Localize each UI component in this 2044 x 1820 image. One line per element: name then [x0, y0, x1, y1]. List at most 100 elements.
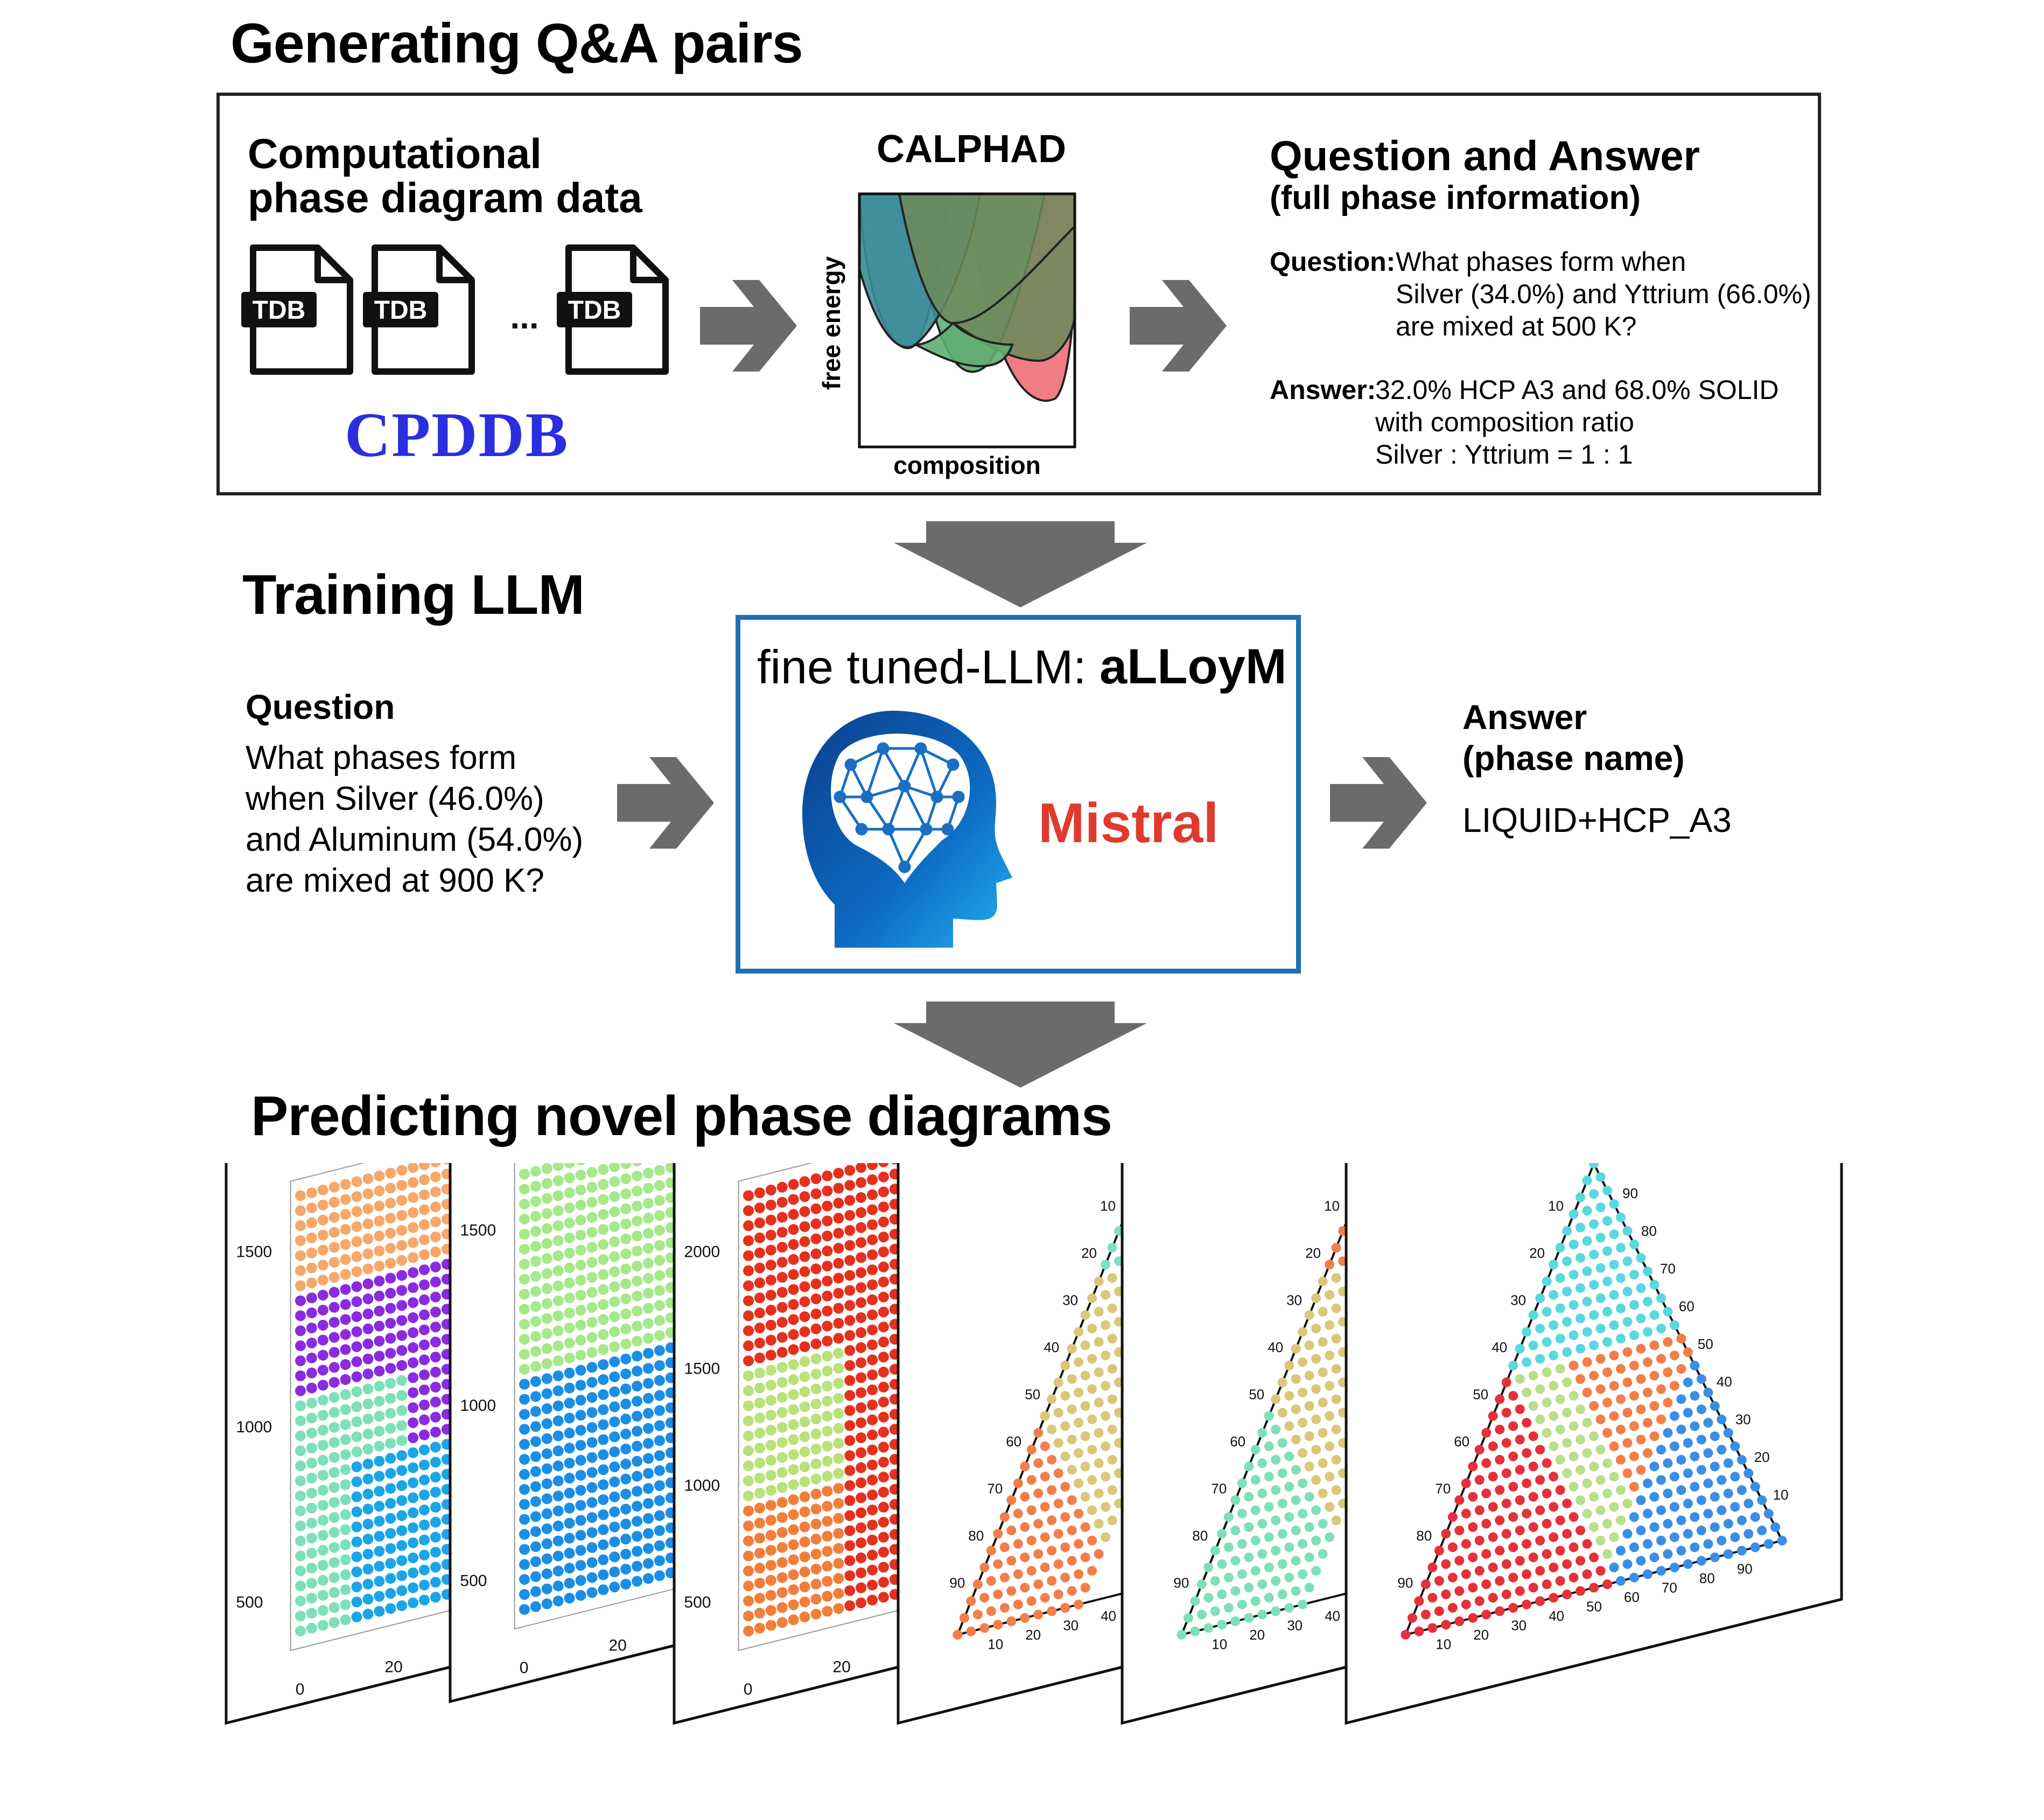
- data-point: [844, 1300, 856, 1311]
- data-point: [1750, 1482, 1760, 1492]
- data-point: [1060, 1512, 1070, 1522]
- data-point: [1549, 1472, 1559, 1482]
- data-point: [1501, 1499, 1511, 1509]
- data-point: [743, 1190, 754, 1201]
- data-point: [743, 1460, 754, 1472]
- x-tick-label: 0: [744, 1681, 753, 1698]
- data-point: [1629, 1361, 1639, 1370]
- data-point: [1414, 1626, 1424, 1636]
- data-point: [1676, 1455, 1686, 1465]
- data-point: [1542, 1518, 1552, 1529]
- data-point: [328, 1422, 340, 1433]
- training-question-line: when Silver (46.0%): [246, 780, 544, 817]
- data-point: [430, 1261, 441, 1272]
- data-point: [1101, 1472, 1111, 1482]
- ternary-bottom-tick: 50: [1586, 1599, 1602, 1615]
- data-point: [1468, 1583, 1478, 1593]
- data-point: [1602, 1549, 1612, 1559]
- data-point: [609, 1506, 620, 1517]
- data-point: [765, 1574, 776, 1586]
- y-tick-label: 1500: [684, 1360, 720, 1377]
- data-point: [1569, 1482, 1579, 1492]
- data-point: [1589, 1310, 1599, 1320]
- data-point: [1576, 1343, 1585, 1354]
- data-point: [1495, 1424, 1505, 1434]
- data-point: [328, 1362, 340, 1373]
- data-point: [754, 1458, 765, 1469]
- data-point: [374, 1411, 385, 1422]
- data-point: [541, 1313, 552, 1324]
- data-point: [419, 1579, 430, 1591]
- data-point: [306, 1593, 317, 1604]
- data-point: [788, 1449, 799, 1460]
- data-point: [598, 1299, 609, 1310]
- ternary-left-tick: 60: [1454, 1433, 1469, 1450]
- data-point: [833, 1363, 844, 1374]
- data-point: [575, 1454, 586, 1466]
- data-point: [1649, 1370, 1660, 1381]
- data-point: [1615, 1364, 1626, 1374]
- data-point: [979, 1562, 990, 1572]
- data-point: [643, 1167, 654, 1179]
- data-point: [552, 1355, 564, 1367]
- data-point: [1703, 1418, 1713, 1428]
- data-point: [530, 1271, 541, 1282]
- data-point: [362, 1278, 374, 1290]
- data-point: [295, 1295, 306, 1306]
- data-point: [396, 1435, 408, 1446]
- data-point: [620, 1368, 632, 1380]
- data-point: [541, 1178, 552, 1189]
- data-point: [1040, 1411, 1050, 1421]
- data-point: [419, 1594, 430, 1606]
- data-point: [295, 1626, 306, 1636]
- data-point: [575, 1500, 586, 1511]
- data-point: [541, 1208, 552, 1219]
- data-point: [396, 1195, 408, 1206]
- data-point: [374, 1501, 385, 1512]
- data-point: [317, 1574, 328, 1586]
- data-point: [575, 1290, 586, 1301]
- data-point: [776, 1422, 788, 1433]
- data-point: [1656, 1536, 1666, 1545]
- data-point: [799, 1371, 810, 1382]
- data-point: [374, 1591, 385, 1602]
- data-point: [1047, 1545, 1057, 1556]
- data-point: [408, 1237, 419, 1248]
- data-point: [328, 1196, 340, 1208]
- data-point: [867, 1520, 878, 1531]
- data-point: [419, 1163, 430, 1170]
- data-point: [822, 1531, 833, 1542]
- data-point: [776, 1407, 788, 1418]
- data-point: [396, 1285, 408, 1296]
- data-point: [810, 1308, 822, 1320]
- data-point: [1602, 1186, 1612, 1195]
- data-point: [575, 1320, 586, 1331]
- data-point: [754, 1292, 765, 1304]
- data-point: [1026, 1535, 1037, 1545]
- data-point: [1488, 1411, 1498, 1421]
- data-point: [530, 1466, 541, 1477]
- data-point: [1629, 1542, 1639, 1552]
- data-point: [1615, 1243, 1626, 1253]
- data-point: [317, 1515, 328, 1526]
- data-point: [754, 1352, 765, 1363]
- data-point: [430, 1321, 441, 1333]
- data-point: [530, 1526, 541, 1537]
- data-point: [1589, 1522, 1599, 1532]
- data-point: [1250, 1566, 1261, 1576]
- data-point: [362, 1593, 374, 1605]
- data-point: [317, 1229, 328, 1241]
- data-point: [586, 1332, 598, 1343]
- data-point: [1535, 1445, 1545, 1455]
- data-point: [328, 1392, 340, 1403]
- data-point: [754, 1532, 765, 1544]
- data-point: [1006, 1616, 1017, 1626]
- data-point: [1067, 1465, 1077, 1475]
- data-point: [1033, 1488, 1044, 1499]
- data-point: [1595, 1293, 1606, 1303]
- data-point: [1047, 1394, 1057, 1404]
- data-point: [1101, 1502, 1111, 1512]
- data-point: [351, 1221, 362, 1232]
- data-point: [362, 1173, 374, 1185]
- data-point: [1642, 1478, 1653, 1488]
